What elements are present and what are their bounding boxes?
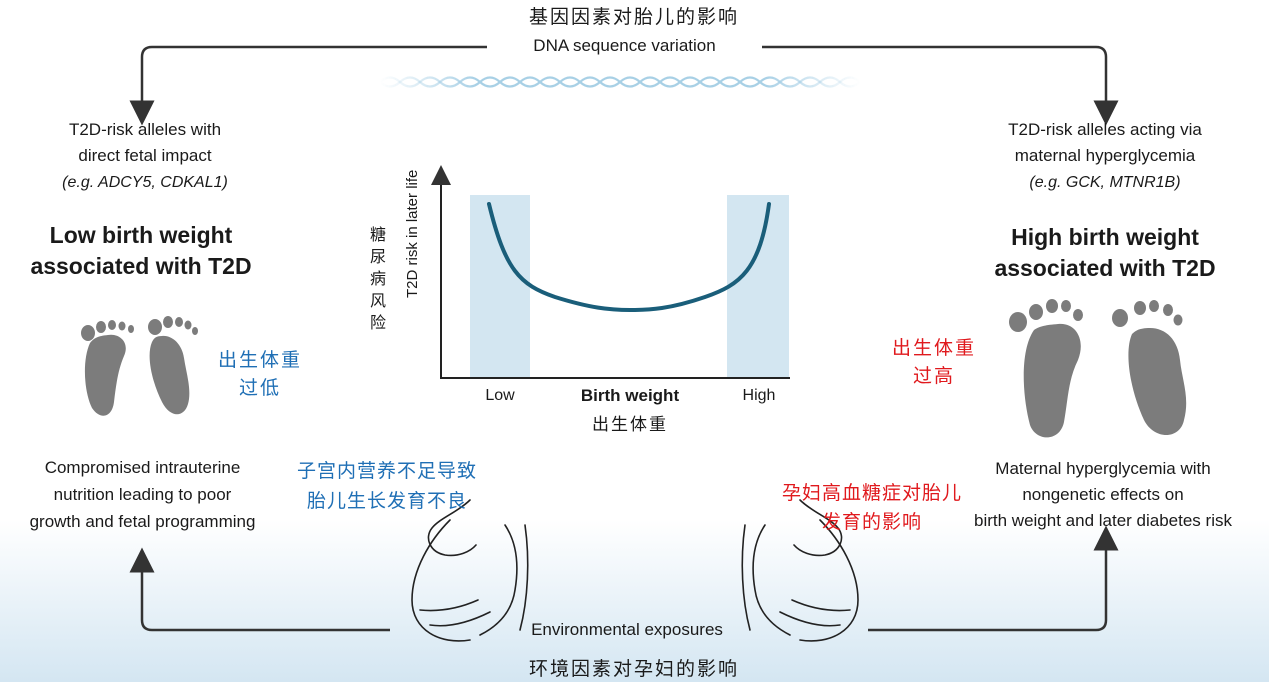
high-band (727, 195, 789, 378)
low-band (470, 195, 530, 378)
right-pregnant-figure-icon (741, 499, 859, 642)
left-cn-weight-line2: 过低 (238, 377, 281, 399)
dna-label: DNA sequence variation (533, 36, 716, 55)
chart-ylabel-cn: 糖尿病风险 (369, 225, 386, 332)
x-tick-high: High (742, 387, 776, 404)
left-alleles-line1: T2D-risk alleles with (68, 120, 222, 139)
right-footprints-icon (1009, 299, 1187, 438)
bottom-right-arrow (868, 525, 1119, 632)
left-heading-line2: associated with T2D (30, 253, 252, 279)
left-cn-weight-line1: 出生体重 (217, 349, 302, 371)
right-alleles-line2: maternal hyperglycemia (1014, 146, 1196, 165)
risk-curve (487, 202, 771, 313)
right-env-line3: birth weight and later diabetes risk (974, 511, 1232, 530)
left-example: (e.g. ADCY5, CDKAL1) (62, 174, 228, 191)
left-heading-line1: Low birth weight (49, 222, 233, 248)
left-alleles-line2: direct fetal impact (78, 146, 212, 165)
top-right-arrow (762, 45, 1119, 126)
bottom-cn-title: 环境因素对孕妇的影响 (528, 658, 739, 680)
env-label: Environmental exposures (531, 620, 723, 639)
chart-xlabel-cn: 出生体重 (592, 415, 668, 435)
left-pregnant-figure-icon (411, 499, 529, 642)
left-env-line3: growth and fetal programming (29, 512, 256, 531)
right-heading-line2: associated with T2D (994, 255, 1216, 281)
left-cn-env-line2: 胎儿生长发育不良 (306, 490, 467, 512)
x-tick-low: Low (485, 387, 515, 404)
right-cn-weight-line1: 出生体重 (891, 337, 976, 359)
chart-xlabel: Birth weight (580, 386, 680, 405)
chart-ylabel: T2D risk in later life (404, 169, 421, 298)
right-cn-env-line1: 孕妇高血糖症对胎儿 (781, 482, 962, 504)
right-example: (e.g. GCK, MTNR1B) (1029, 174, 1181, 191)
right-alleles-line1: T2D-risk alleles acting via (1008, 120, 1202, 139)
top-cn-title: 基因因素对胎儿的影响 (528, 6, 739, 28)
right-cn-env-line2: 发育的影响 (821, 511, 922, 533)
right-env-line1: Maternal hyperglycemia with (995, 459, 1211, 478)
right-heading-line1: High birth weight (1011, 224, 1199, 250)
left-env-line1: Compromised intrauterine (44, 458, 241, 477)
left-footprints-icon (81, 316, 198, 416)
left-env-line2: nutrition leading to poor (53, 485, 232, 504)
left-cn-env-line1: 子宫内营养不足导致 (296, 460, 477, 482)
right-env-line2: nongenetic effects on (1022, 485, 1184, 504)
right-cn-weight-line2: 过高 (912, 365, 955, 387)
top-left-arrow (129, 45, 487, 126)
bottom-left-arrow (129, 547, 390, 632)
background-gradient (0, 520, 1269, 682)
